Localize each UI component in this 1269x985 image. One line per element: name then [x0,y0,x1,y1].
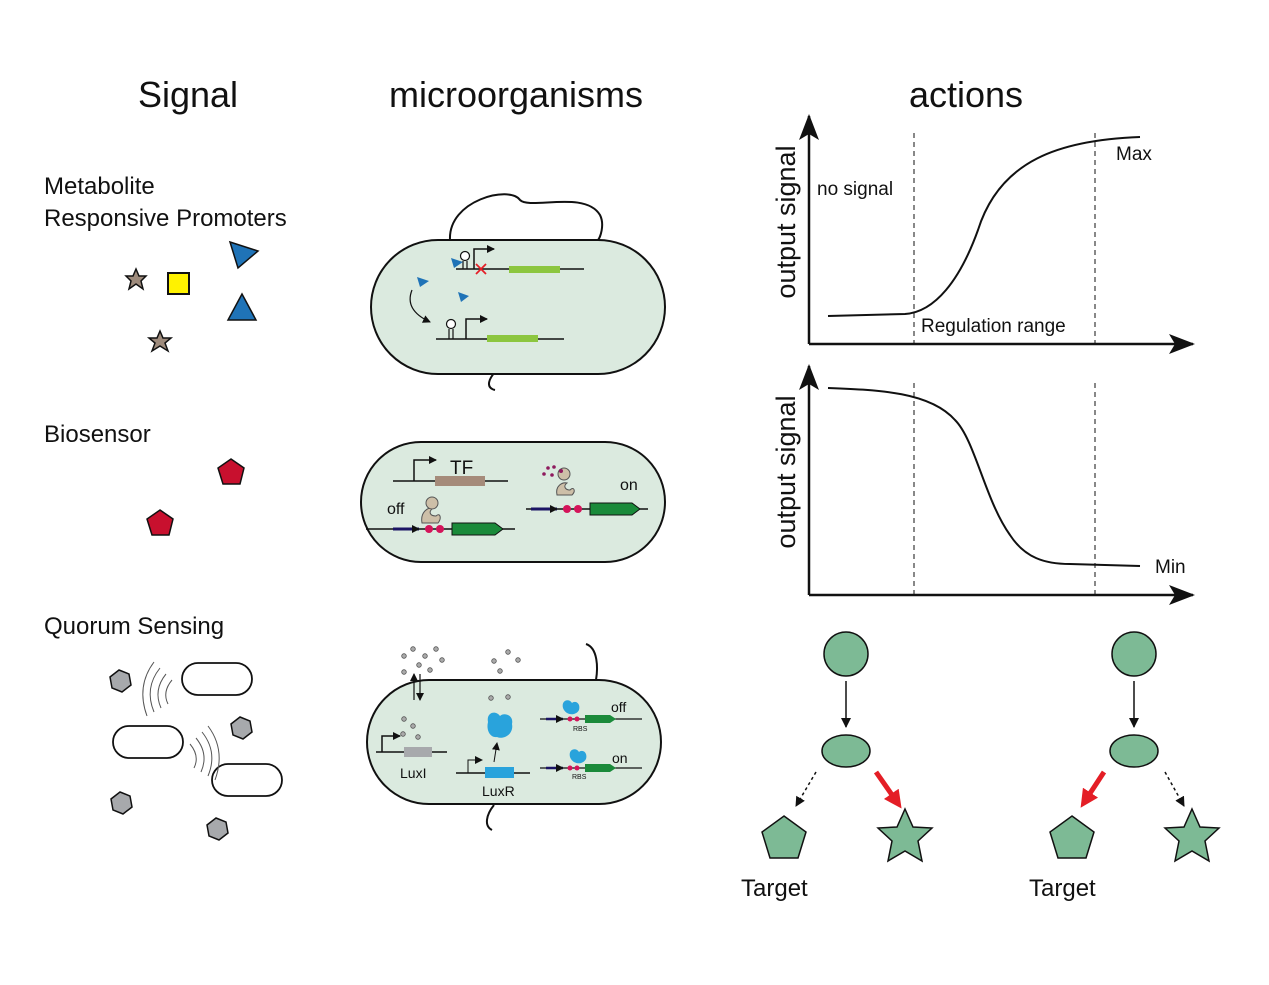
qs-on-label: on [612,750,628,766]
label-quorum-sensing: Quorum Sensing [44,613,224,640]
no-signal-label: no signal [817,179,893,200]
max-label: Max [1116,144,1152,165]
gene-block [509,266,560,273]
flagellum [448,193,604,241]
riboswitch-hairpin [445,318,457,339]
product-star [1163,807,1221,863]
weak-flux-arrow [795,771,817,807]
triangle-molecule [226,292,258,321]
hexagon-molecule [206,817,229,841]
cell-body [366,679,662,805]
signal-waves [142,661,220,781]
activation-plot: output signal no signal Max Regulation r… [771,114,1195,354]
y-axis-label: output signal [771,395,801,548]
pathway-node [821,734,871,768]
hexagon-molecule [110,791,133,815]
star-molecule [124,267,148,291]
header-microorganisms: microorganisms [389,74,643,115]
metabolite-molecules [124,240,260,353]
cell-metabolite [370,193,666,391]
header-signal: Signal [138,74,238,115]
luxr-complex [562,700,580,715]
pathway-node [823,631,869,677]
reporter-gene [451,522,504,536]
rbs-label: RBS [573,726,588,733]
pentagon-molecule [217,458,245,485]
pentagon-molecule [146,509,174,536]
autoinducer-dots [400,646,521,740]
rbs-label: RBS [572,774,587,781]
pathway-right: Target [1029,631,1221,902]
tf-label: TF [450,458,473,479]
luxr-label: LuxR [482,783,515,799]
weak-flux-arrow [1164,771,1185,807]
star-molecule [146,329,174,353]
target-pentagon [761,815,807,859]
luxr-complex [569,749,587,764]
gene-block [487,335,538,342]
target-pentagon [1049,815,1095,859]
min-label: Min [1155,557,1186,578]
off-label: off [387,501,405,518]
qs-off-label: off [611,699,626,715]
reporter-gene [589,502,641,516]
bacterium-cell [112,725,184,759]
bacterium-cell [181,662,253,696]
biosensor-molecules [146,458,245,536]
sigmoid-curve [827,136,1141,317]
inverse-sigmoid-curve [827,387,1141,567]
metabolite-triangle [458,292,469,302]
cell-body [360,441,666,563]
header-actions: actions [909,74,1023,115]
cell-body [370,239,666,375]
pathway-node [1111,631,1157,677]
hexagon-molecule [230,716,253,740]
pathway-node [1109,734,1159,768]
luxi-label: LuxI [400,765,426,781]
cell-biosensor: TF off on [360,441,666,563]
metabolite-triangle [451,258,463,268]
product-star [876,807,934,863]
luxi-gene [404,747,432,757]
tf-gene [435,476,485,486]
block-x-icon [475,263,487,275]
metabolite-triangle [417,277,429,287]
label-biosensor: Biosensor [44,421,151,448]
curved-arrow [409,289,431,323]
flagellum [585,643,598,681]
bacterium-cell [211,763,283,797]
repression-plot: output signal Min [771,364,1195,605]
label-metabolite-line2: Responsive Promoters [44,205,287,232]
target-label: Target [741,875,808,902]
strong-flux-arrow [1080,770,1107,808]
square-molecule [167,272,190,295]
flagellum [486,804,495,831]
label-metabolite-line1: Metabolite [44,173,155,200]
tf-protein-bound [421,496,441,524]
quorum-sensing-illustration [109,661,283,841]
luxr-gene [485,767,514,778]
target-label: Target [1029,875,1096,902]
strong-flux-arrow [873,770,902,809]
luxr-protein [487,712,513,738]
riboswitch-hairpin [459,250,471,269]
regulation-range-label: Regulation range [921,316,1066,337]
cell-quorum: LuxI LuxR off RBS on RBS [366,643,662,831]
tf-protein-free [556,467,575,496]
y-axis-label: output signal [771,145,801,298]
on-label: on [620,477,638,494]
pathway-left: Target [741,631,934,902]
hexagon-molecule [109,669,132,693]
triangle-molecule [228,240,260,270]
